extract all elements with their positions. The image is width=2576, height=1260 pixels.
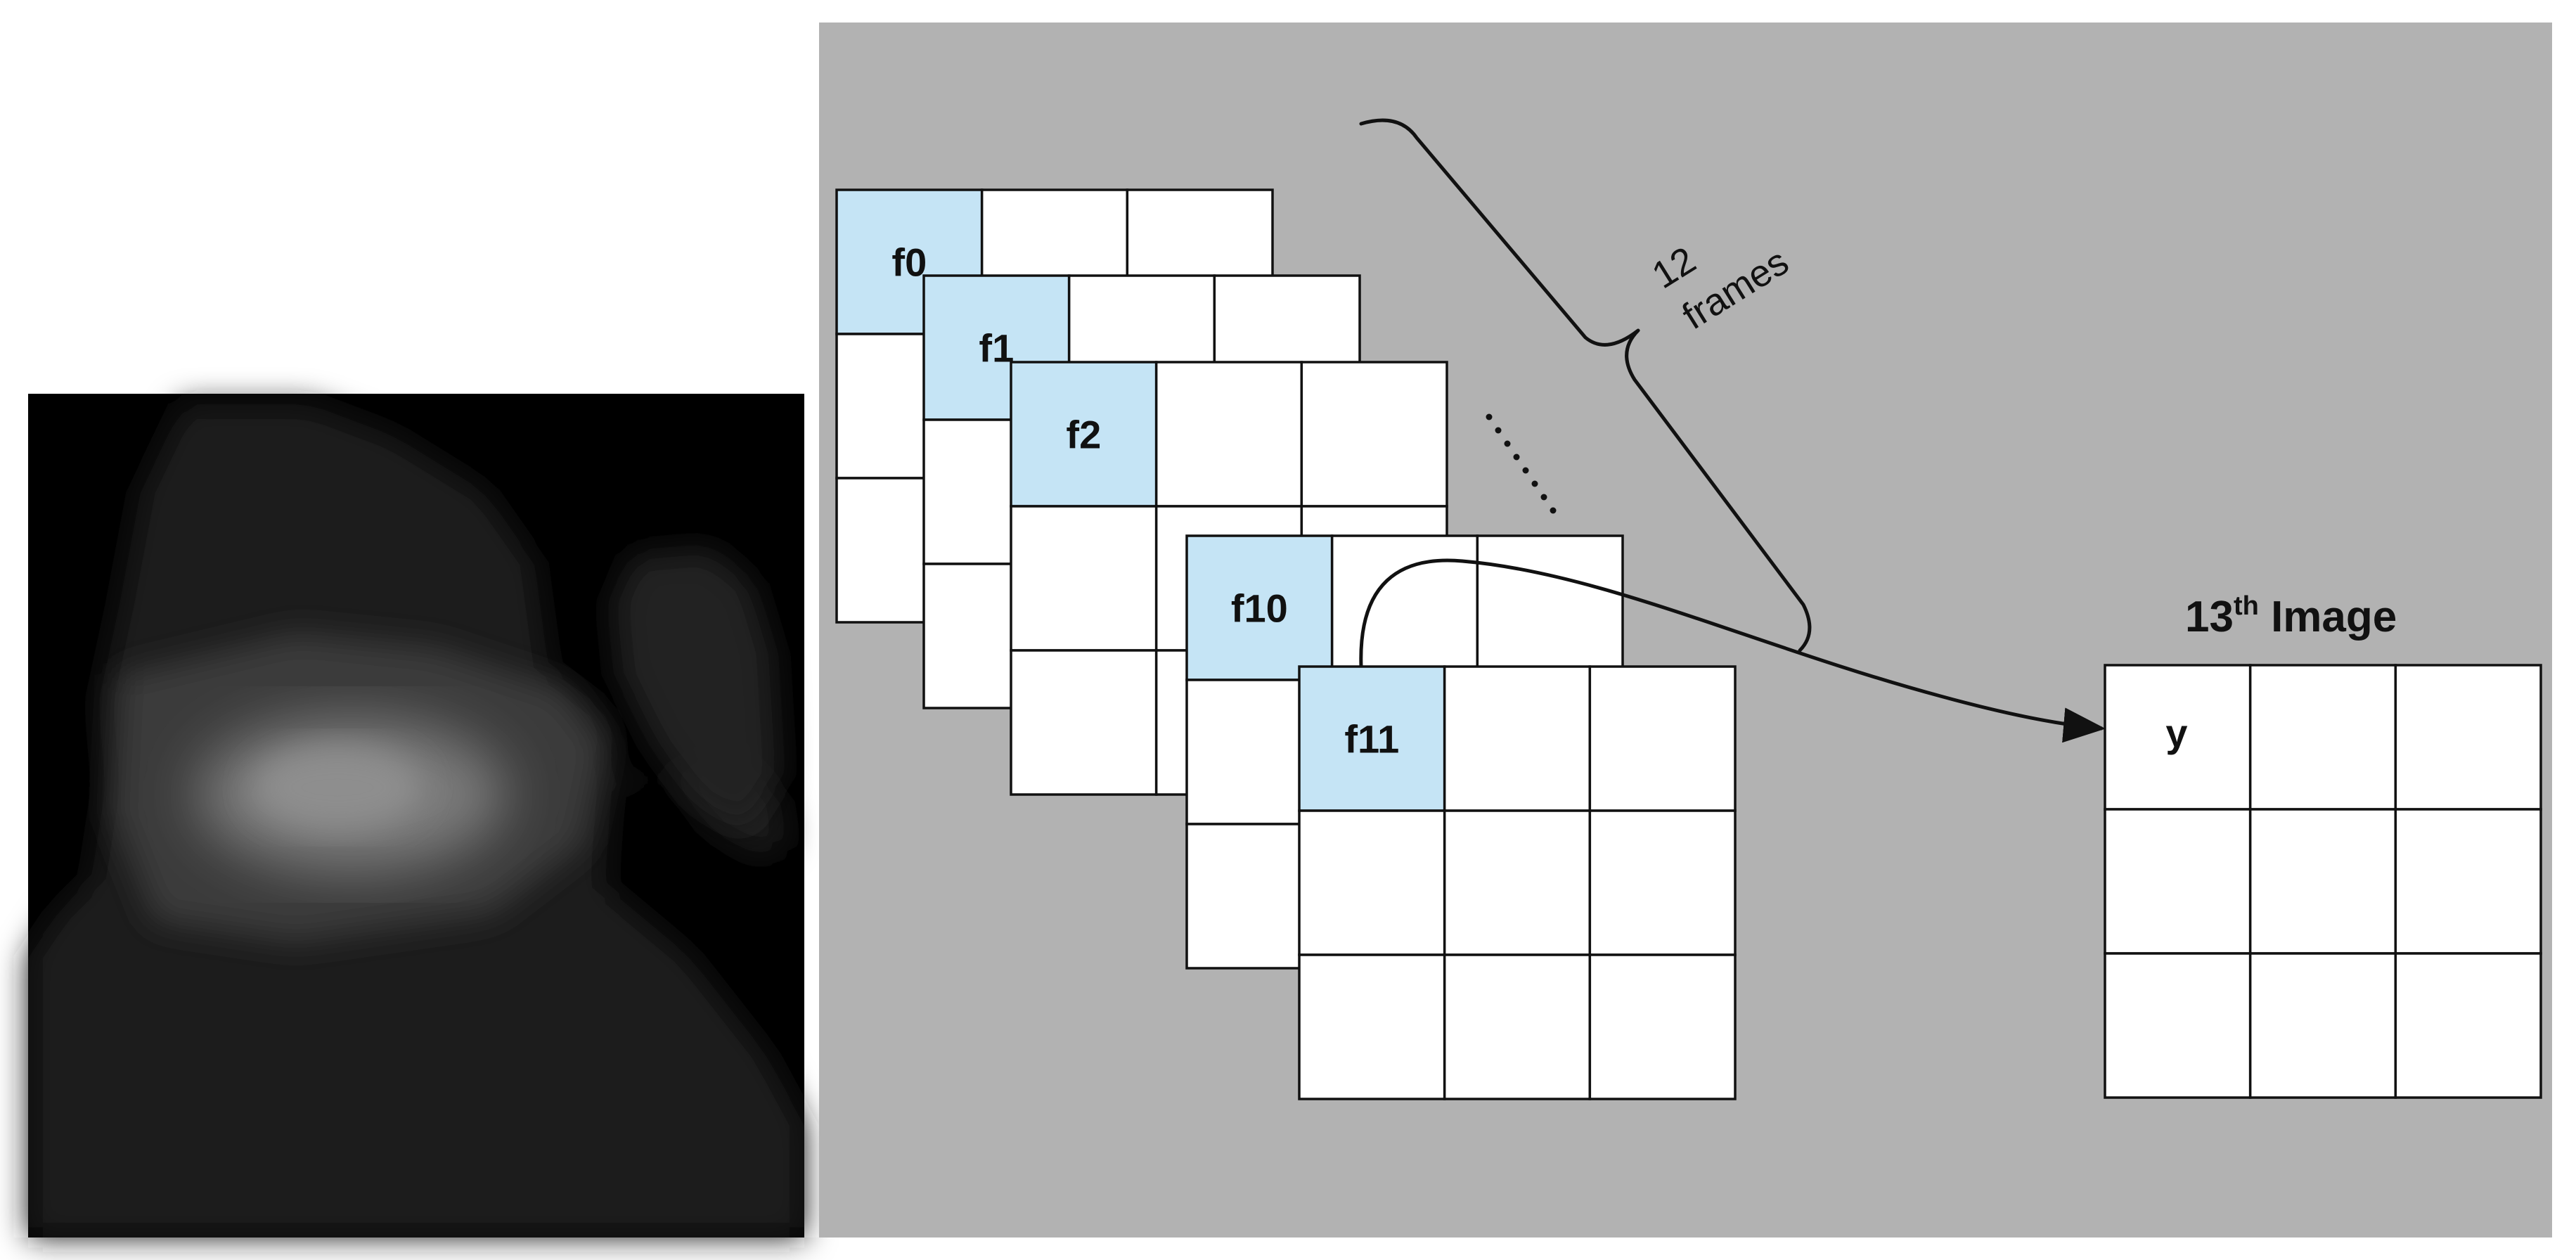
frame-label-f2: f2 (1066, 413, 1101, 457)
output-title-number: 13 (2185, 593, 2234, 641)
grid-cell (1445, 811, 1590, 955)
output-cell-label: y (2165, 711, 2187, 755)
grid-cell (1157, 362, 1302, 506)
grid-cell (2395, 665, 2541, 809)
thermal-image (28, 394, 804, 1238)
grid-cell (1590, 667, 1735, 811)
grid-cell (2105, 809, 2250, 953)
frame-label-f11: f11 (1344, 717, 1399, 761)
thermal-hotspot-core (253, 745, 422, 830)
grid-cell (2395, 953, 2541, 1098)
grid-cell (1299, 955, 1445, 1099)
grid-cell (2250, 665, 2396, 809)
grid-cell (1590, 811, 1735, 955)
grid-cell (1477, 536, 1623, 680)
output-title: 13th Image (2185, 591, 2397, 641)
grid-cell (2250, 809, 2396, 953)
grid-cell (1590, 955, 1735, 1099)
frame-label-f0: f0 (891, 240, 927, 285)
grid-cell (1445, 955, 1590, 1099)
output-title-superscript: th (2234, 591, 2259, 621)
grid-cell (2250, 953, 2396, 1098)
grid-cell (2105, 953, 2250, 1098)
grid-cell (1011, 506, 1157, 650)
grid-cell (2395, 809, 2541, 953)
grid-cell (1011, 650, 1157, 795)
output-title-word: Image (2259, 593, 2397, 641)
frame-label-f10: f10 (1231, 586, 1288, 631)
grid-cell (1445, 667, 1590, 811)
frame-label-f1: f1 (979, 326, 1014, 371)
grid-cell (1301, 362, 1447, 506)
grid-cell (1332, 536, 1478, 680)
grid-cell (1299, 811, 1445, 955)
